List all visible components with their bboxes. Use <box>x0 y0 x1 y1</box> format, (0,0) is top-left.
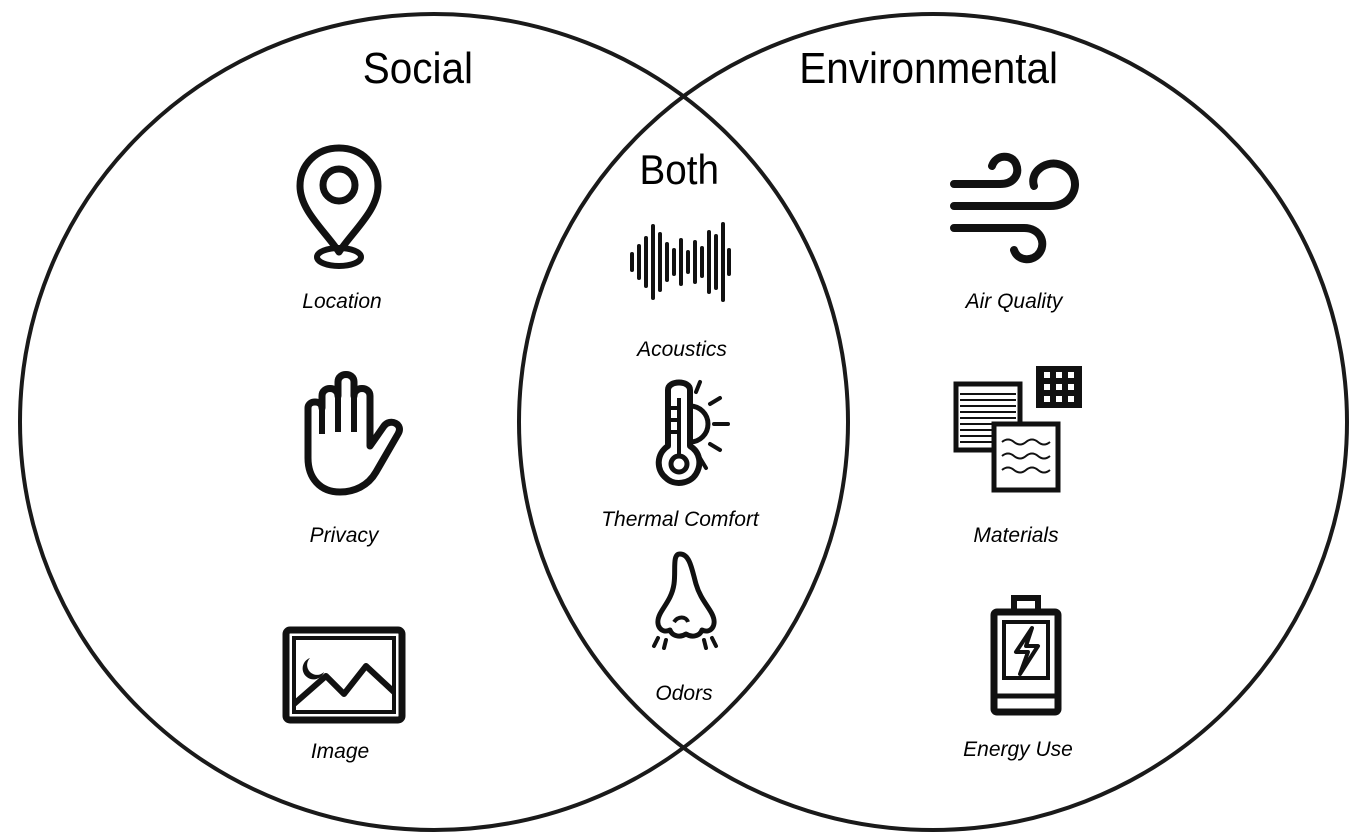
materials-label: Materials <box>973 524 1059 547</box>
hand-stop-icon <box>296 368 406 501</box>
energy-use-label: Energy Use <box>963 738 1073 761</box>
nose-icon <box>646 550 726 655</box>
sound-wave-icon <box>628 220 732 309</box>
privacy-label: Privacy <box>309 524 379 547</box>
location-pin-icon <box>294 140 384 275</box>
location-label: Location <box>302 290 382 313</box>
odors-label: Odors <box>655 682 713 705</box>
environmental-circle <box>517 12 1349 832</box>
environmental-title: Environmental <box>799 44 1059 93</box>
air-quality-label: Air Quality <box>965 290 1063 313</box>
material-samples-icon <box>952 362 1086 499</box>
wind-icon <box>950 150 1082 275</box>
acoustics-label: Acoustics <box>637 338 727 361</box>
battery-charging-icon <box>988 594 1064 723</box>
thermal-comfort-label: Thermal Comfort <box>601 508 759 531</box>
thermometer-sun-icon <box>650 378 734 495</box>
image-icon <box>282 626 406 729</box>
social-circle <box>18 12 850 832</box>
both-title: Both <box>639 146 719 193</box>
image-label: Image <box>310 740 370 763</box>
social-title: Social <box>362 44 474 93</box>
